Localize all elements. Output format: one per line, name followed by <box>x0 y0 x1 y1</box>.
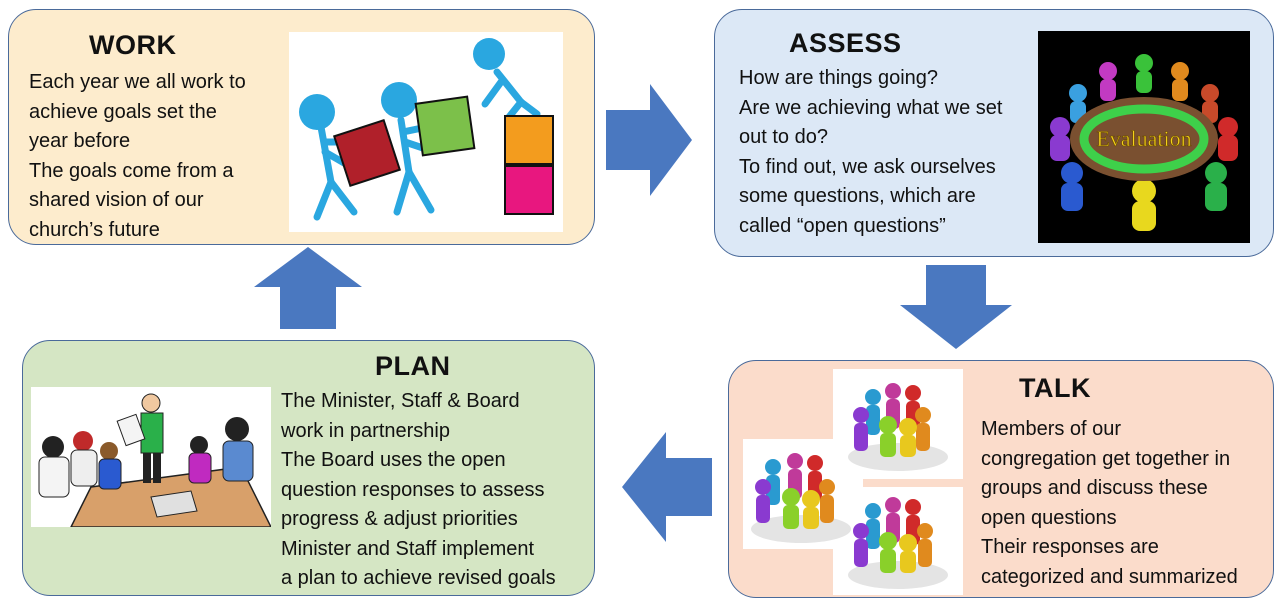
talk-line: groups and discuss these <box>981 477 1208 499</box>
assess-title: ASSESS <box>789 28 902 58</box>
plan-box: PLAN The Minister, Staff & Board work in… <box>22 340 595 596</box>
evaluation-round-table-image: Evaluation <box>1038 31 1250 243</box>
arrow-left-icon <box>622 432 712 542</box>
work-text: Each year we all work to achieve goals s… <box>29 68 246 245</box>
assess-line: called “open questions” <box>739 214 946 237</box>
assess-box: ASSESS How are things going? Are we achi… <box>714 9 1274 257</box>
work-line: church’s future <box>29 218 160 241</box>
talk-text: Members of our congregation get together… <box>981 415 1238 592</box>
plan-line: a plan to achieve revised goals <box>281 567 556 589</box>
assess-line: out to do? <box>739 126 828 148</box>
assess-line: Are we achieving what we set <box>739 96 1003 119</box>
plan-line: Minister and Staff implement <box>281 537 535 560</box>
talk-box: TALK Members of our congregation get tog… <box>728 360 1274 598</box>
arrow-up-icon <box>254 247 362 329</box>
assess-line: How are things going? <box>739 67 939 89</box>
plan-line: The Board uses the open <box>281 449 506 471</box>
people-moving-boxes-image <box>289 32 563 232</box>
work-line: The goals come from a <box>29 159 234 182</box>
plan-line: question responses to assess <box>281 478 545 501</box>
assess-line: some questions, which are <box>739 185 976 207</box>
work-title: WORK <box>89 30 177 60</box>
talk-line: categorized and summarized <box>981 565 1238 588</box>
talk-line: open questions <box>981 506 1117 529</box>
assess-line: To find out, we ask ourselves <box>739 155 996 178</box>
talk-line: Members of our <box>981 418 1122 440</box>
talk-line: Their responses are <box>981 536 1159 558</box>
arrow-right-icon <box>606 84 692 196</box>
plan-text: The Minister, Staff & Board work in part… <box>281 387 556 594</box>
board-meeting-image <box>31 387 271 527</box>
plan-line: progress & adjust priorities <box>281 508 518 530</box>
work-line: Each year we all work to <box>29 71 246 93</box>
evaluation-label: Evaluation <box>1096 126 1191 151</box>
discussion-groups-image <box>743 369 973 595</box>
assess-text: How are things going? Are we achieving w… <box>739 64 1002 241</box>
plan-line: The Minister, Staff & Board <box>281 390 520 412</box>
work-box: WORK Each year we all work to achieve go… <box>8 9 595 245</box>
work-line: year before <box>29 130 131 152</box>
talk-line: congregation get together in <box>981 447 1231 470</box>
talk-title: TALK <box>1019 373 1091 403</box>
plan-title: PLAN <box>375 351 451 381</box>
plan-line: work in partnership <box>281 419 450 442</box>
work-line: shared vision of our <box>29 189 204 211</box>
work-line: achieve goals set the <box>29 100 217 123</box>
arrow-down-icon <box>900 265 1012 349</box>
